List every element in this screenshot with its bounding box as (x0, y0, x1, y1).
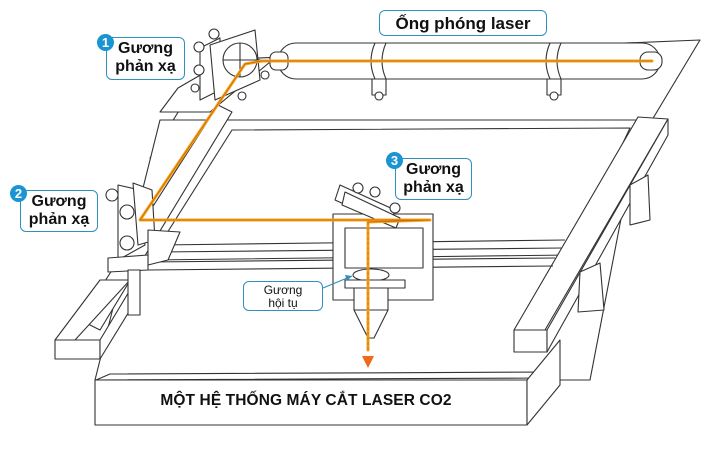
label-mirror-2-line2: phản xạ (28, 211, 90, 229)
leader-arrow-icon (345, 275, 352, 281)
label-focus-lens: Gương hội tụ (243, 281, 323, 311)
number-badge-2: 2 (10, 185, 27, 202)
right-support-1 (629, 174, 651, 226)
right-rail-end (513, 329, 548, 353)
focus-lens (352, 268, 390, 282)
label-mirror-1: Gương phản xạ (106, 37, 185, 80)
label-mirror-1-line1: Gương (118, 40, 173, 57)
label-mirror-3-line1: Gương (406, 161, 461, 178)
number-badge-3: 3 (386, 152, 403, 169)
laser-head-carriage (332, 182, 434, 339)
label-mirror-1-line2: phản xạ (115, 58, 176, 76)
number-badge-1: 1 (97, 34, 114, 51)
label-laser-tube: Ống phóng laser (379, 10, 547, 36)
beam-arrow-icon (362, 356, 374, 368)
right-rail-side (546, 118, 669, 353)
laser-beam (138, 59, 654, 368)
base-box-side (526, 339, 561, 426)
label-mirror-3-line2: phản xạ (403, 179, 464, 197)
label-focus-line2: hội tụ (268, 296, 298, 310)
label-mirror-3: Gương phản xạ (395, 158, 472, 200)
base-box-front (94, 379, 528, 426)
mirror-2-mount (105, 182, 181, 316)
label-mirror-2: Gương phản xạ (20, 190, 98, 232)
right-support-2 (577, 262, 605, 313)
label-focus-line1: Gương (263, 283, 303, 297)
left-rail-end (54, 339, 101, 360)
label-mirror-2-line1: Gương (31, 193, 87, 210)
diagram-title: MỘT HỆ THỐNG MÁY CẮT LASER CO2 (160, 392, 452, 409)
